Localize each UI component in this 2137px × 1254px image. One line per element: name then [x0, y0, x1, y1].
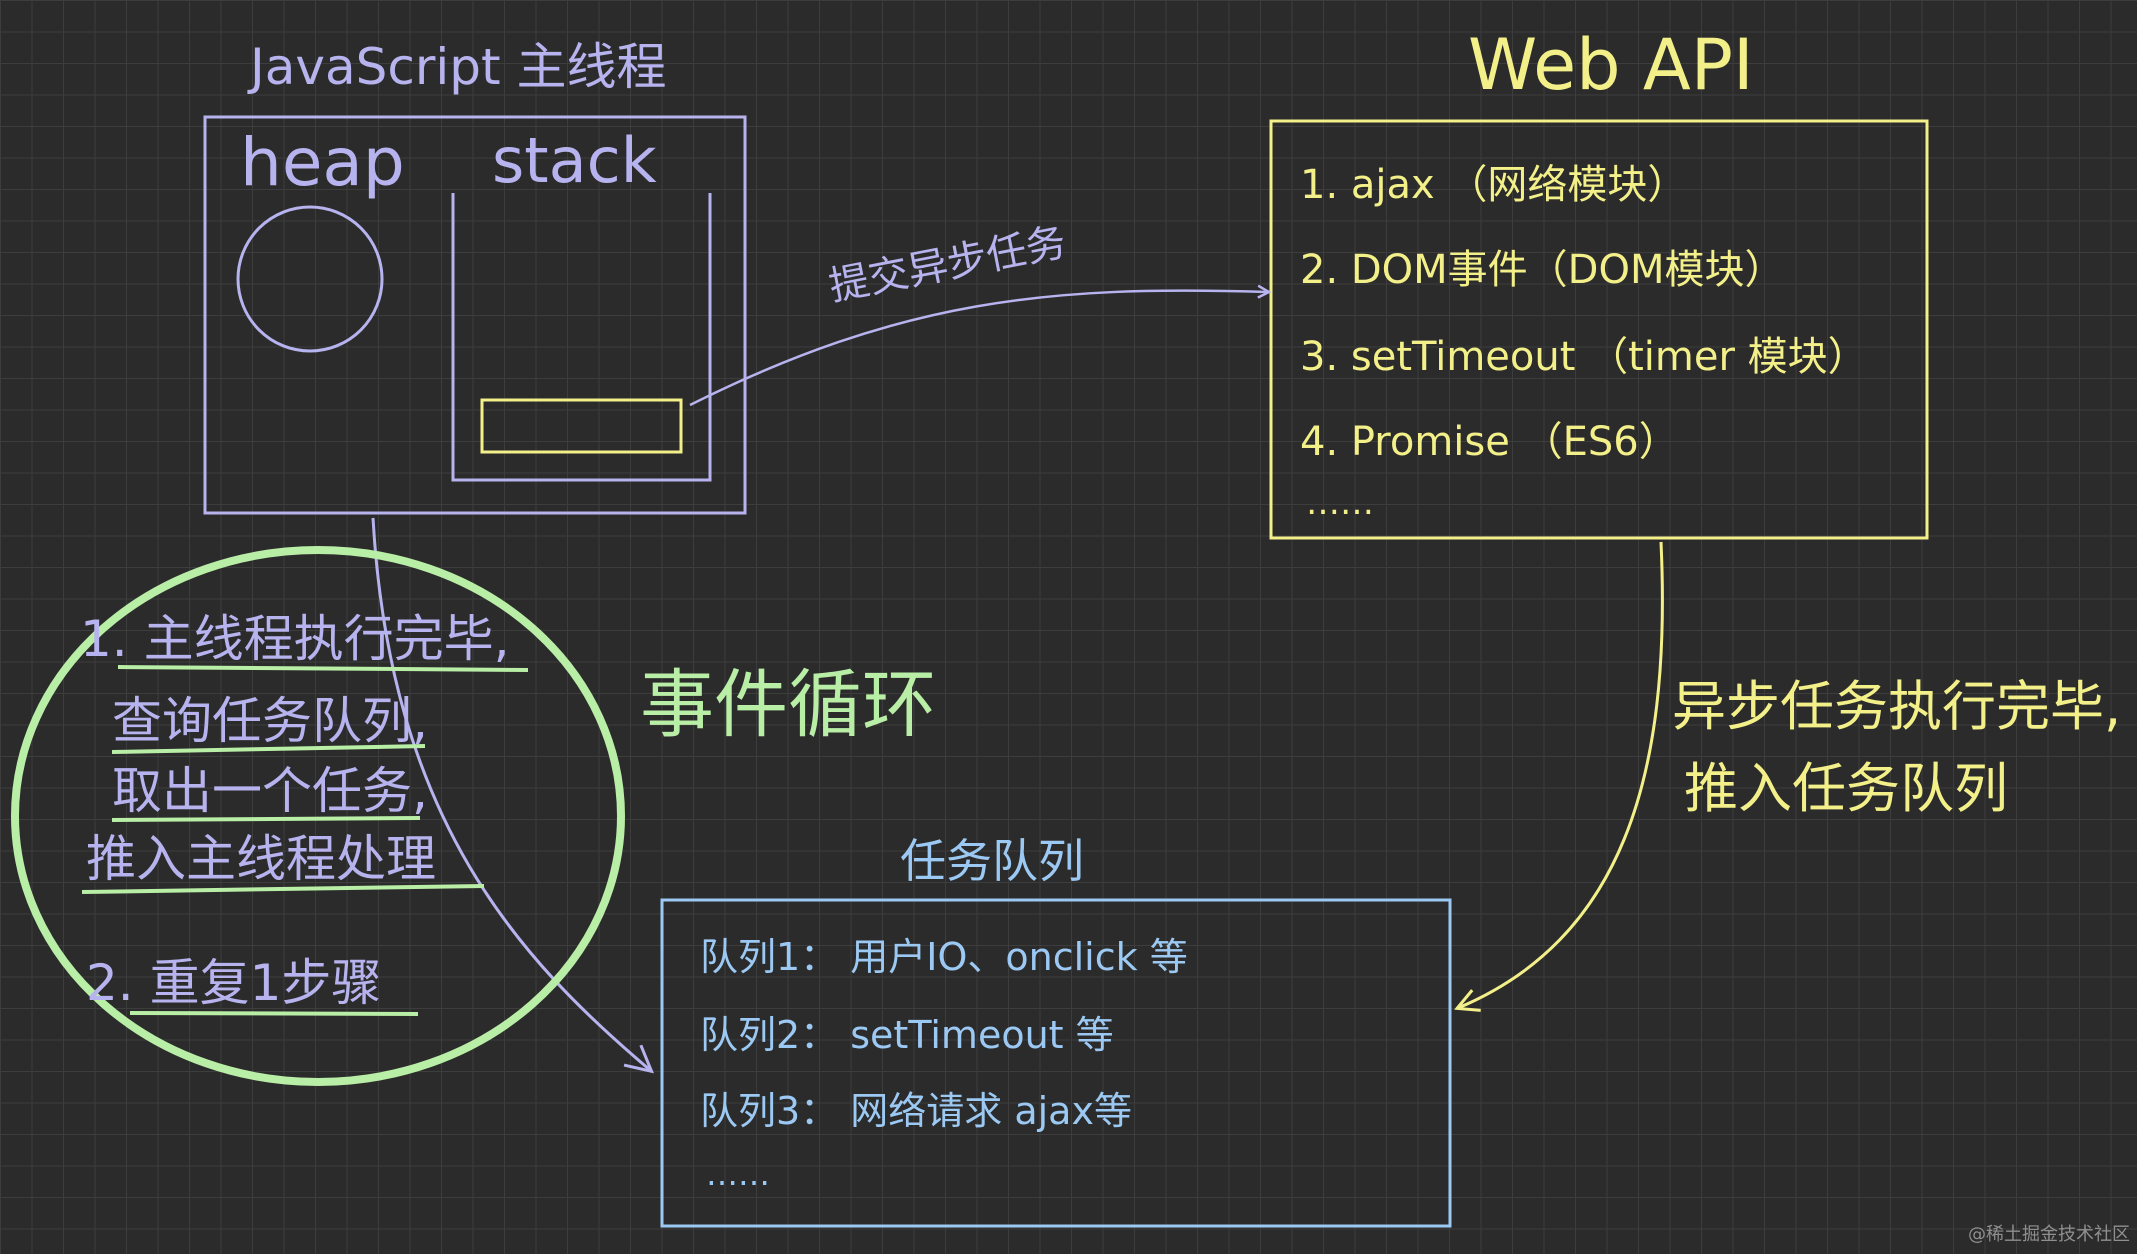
- step-underline: [81, 884, 485, 894]
- task-queue-item: 队列2： setTimeout 等: [700, 1013, 1114, 1057]
- stack-container: [451, 193, 712, 482]
- event-loop-step: 2. 重复1步骤: [86, 954, 382, 1012]
- task-queue-item: 队列3： 网络请求 ajax等: [700, 1089, 1132, 1133]
- done-arrow-label-line1: 异步任务执行完毕,: [1672, 675, 2122, 738]
- event-loop-title: 事件循环: [640, 662, 936, 748]
- web-api-item: 1. ajax （网络模块）: [1300, 162, 1688, 208]
- main-thread-title: JavaScript 主线程: [250, 38, 667, 96]
- task-queue-title: 任务队列: [900, 834, 1084, 888]
- event-loop-arrow: [371, 517, 650, 1070]
- step-underline: [117, 665, 529, 672]
- web-api-item: 2. DOM事件（DOM模块）: [1300, 247, 1785, 293]
- task-queue-box: [660, 898, 1452, 1228]
- web-api-item: 3. setTimeout （timer 模块）: [1300, 334, 1868, 380]
- web-api-box: [1269, 119, 1929, 540]
- event-loop-step: 1. 主线程执行完毕,: [80, 610, 510, 668]
- web-api-item: 4. Promise （ES6）: [1300, 419, 1679, 465]
- step-underline: [111, 816, 421, 822]
- task-queue-item: 队列1： 用户IO、onclick 等: [700, 935, 1188, 979]
- event-loop-step: 查询任务队列,: [112, 692, 428, 750]
- done-arrow-label-line2: 推入任务队列: [1684, 757, 2008, 820]
- done-arrow: [1458, 541, 1664, 1008]
- submit-arrow: [689, 291, 1268, 407]
- web-api-item: ……: [1306, 483, 1374, 523]
- stack-label: stack: [492, 124, 657, 197]
- task-queue-item: ……: [706, 1155, 770, 1193]
- watermark: @稀土掘金技术社区: [1968, 1224, 2130, 1245]
- web-api-title: Web API: [1468, 24, 1754, 106]
- main-thread-box: [203, 115, 747, 515]
- step-underline: [129, 1011, 419, 1016]
- event-loop-step: 取出一个任务,: [112, 762, 428, 820]
- stack-frame: [480, 398, 683, 454]
- step-underline: [111, 744, 426, 754]
- heap-circle: [236, 205, 384, 353]
- event-loop-ellipse: [11, 546, 625, 1086]
- event-loop-step: 推入主线程处理: [86, 830, 436, 888]
- heap-label: heap: [240, 124, 405, 201]
